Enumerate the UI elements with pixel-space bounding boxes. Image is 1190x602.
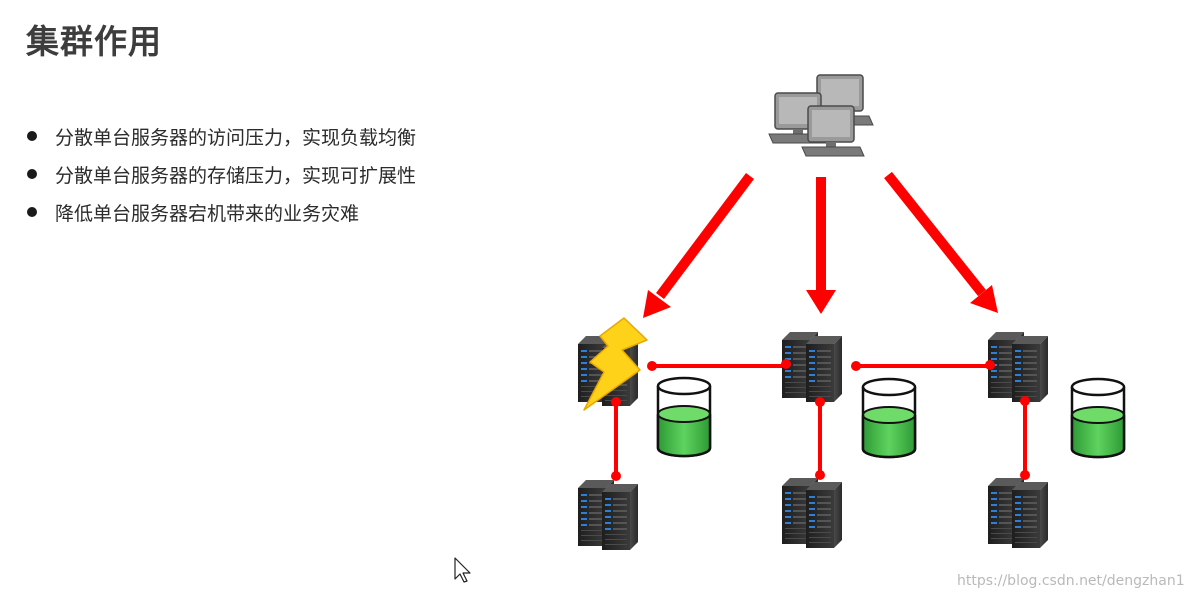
bullet-text: 分散单台服务器的访问压力，实现负载均衡 (55, 126, 417, 149)
watermark: https://blog.csdn.net/dengzhan1 (957, 573, 1185, 589)
client-computers-icon (768, 74, 874, 157)
database-icon (1070, 377, 1126, 459)
bullet-dot-icon (27, 131, 37, 141)
bullet-text: 降低单台服务器宕机带来的业务灾难 (55, 202, 360, 225)
bullet-item: 分散单台服务器的存储压力，实现可扩展性 (24, 155, 416, 193)
request-arrows (643, 171, 998, 318)
bullet-list: 分散单台服务器的访问压力，实现负载均衡 分散单台服务器的存储压力，实现可扩展性 … (24, 117, 416, 231)
mouse-cursor-icon (454, 557, 471, 583)
network-links (614, 364, 1027, 478)
server-middle (782, 332, 842, 402)
bullet-item: 降低单台服务器宕机带来的业务灾难 (24, 193, 416, 231)
bullet-text: 分散单台服务器的存储压力，实现可扩展性 (55, 164, 417, 187)
slide-title: 集群作用 (26, 22, 162, 61)
database-icon (656, 376, 712, 458)
arrow-to-server-middle (806, 177, 836, 314)
arrow-to-server-right (884, 171, 998, 313)
bullet-dot-icon (27, 169, 37, 179)
backup-server-right (988, 478, 1048, 548)
link-nodes (611, 359, 1030, 481)
arrow-to-server-left (643, 173, 754, 318)
backup-server-left (578, 480, 638, 550)
backup-server-middle (782, 478, 842, 548)
lightning-icon (583, 317, 648, 411)
server-right (988, 332, 1048, 402)
database-icon (861, 377, 917, 459)
bullet-dot-icon (27, 207, 37, 217)
bullet-item: 分散单台服务器的访问压力，实现负载均衡 (24, 117, 416, 155)
